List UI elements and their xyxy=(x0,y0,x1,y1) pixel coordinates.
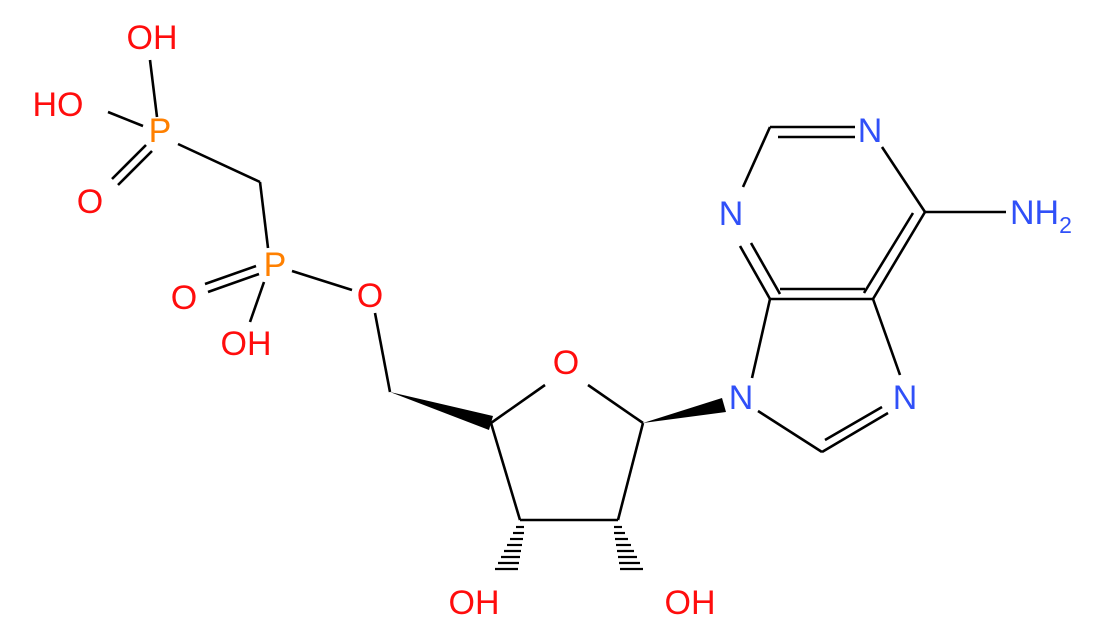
oxo-label-p2: O xyxy=(171,279,197,317)
bond-c2-c1 xyxy=(616,422,645,521)
bond-c4-ringo xyxy=(490,383,546,425)
bond-n9-c8 xyxy=(757,409,823,454)
hydroxyl-label-p1-left: HO xyxy=(33,86,84,124)
bond-c4-n3-b xyxy=(749,242,782,295)
bond-c8-n7-b xyxy=(824,405,883,442)
amine-label-main: NH xyxy=(1010,194,1059,232)
atom-labels: P OH HO O P O OH O O OH OH N N N N NH2 xyxy=(33,19,1072,622)
bond-p2-oxo-a xyxy=(204,264,257,286)
bond-p1-oxo-a xyxy=(111,144,147,180)
bond-c6-c5-b xyxy=(862,212,915,294)
bond-p2-oxo-b xyxy=(207,272,260,294)
bond-c4-c3 xyxy=(489,422,522,521)
oxo-label-p1: O xyxy=(77,183,103,221)
bond-n7-c5 xyxy=(871,298,902,376)
bond-c4-n3-a xyxy=(738,245,772,300)
bond-ch2-p2 xyxy=(258,181,270,249)
ester-oxygen-label: O xyxy=(357,277,383,315)
ring-oxygen-label: O xyxy=(553,344,579,382)
bond-p1-oh-left xyxy=(107,110,144,128)
bond-p2-o xyxy=(291,269,353,292)
hydroxyl-label-p1-top: OH xyxy=(127,19,178,57)
hash-c3-oh xyxy=(495,525,524,571)
phosphorus-label-2: P xyxy=(264,246,287,284)
hash-c2-oh xyxy=(614,525,643,571)
bond-p2-oh xyxy=(248,281,266,323)
bond-ringo-c1 xyxy=(587,383,644,425)
bonds xyxy=(107,59,1006,571)
nitrogen-label-n7: N xyxy=(893,379,918,417)
nitrogen-label-n3: N xyxy=(719,195,744,233)
bond-n3-c2 xyxy=(741,126,772,188)
hydroxyl-label-c2: OH xyxy=(665,584,716,622)
bond-p1-oxo-b xyxy=(117,150,153,186)
wedge-c1-n9 xyxy=(643,398,726,423)
hydroxyl-label-p2: OH xyxy=(221,325,272,363)
bond-n1-c6 xyxy=(880,146,927,213)
bond-n9-c4 xyxy=(750,298,772,379)
bond-c6-c5-a xyxy=(871,211,927,300)
amine-label: NH2 xyxy=(1010,194,1072,238)
bond-c8-n7-a xyxy=(821,411,889,454)
hydroxyl-label-c3: OH xyxy=(449,584,500,622)
bond-o-c5 xyxy=(373,312,392,393)
bond-p1-oh-top xyxy=(148,59,159,118)
amine-label-subscript: 2 xyxy=(1059,212,1072,238)
phosphorus-label-1: P xyxy=(149,112,172,150)
nitrogen-label-n1: N xyxy=(858,112,883,150)
wedge-c4-c5 xyxy=(390,392,493,430)
bond-p1-ch2 xyxy=(177,142,261,184)
nitrogen-label-n9: N xyxy=(729,379,754,417)
